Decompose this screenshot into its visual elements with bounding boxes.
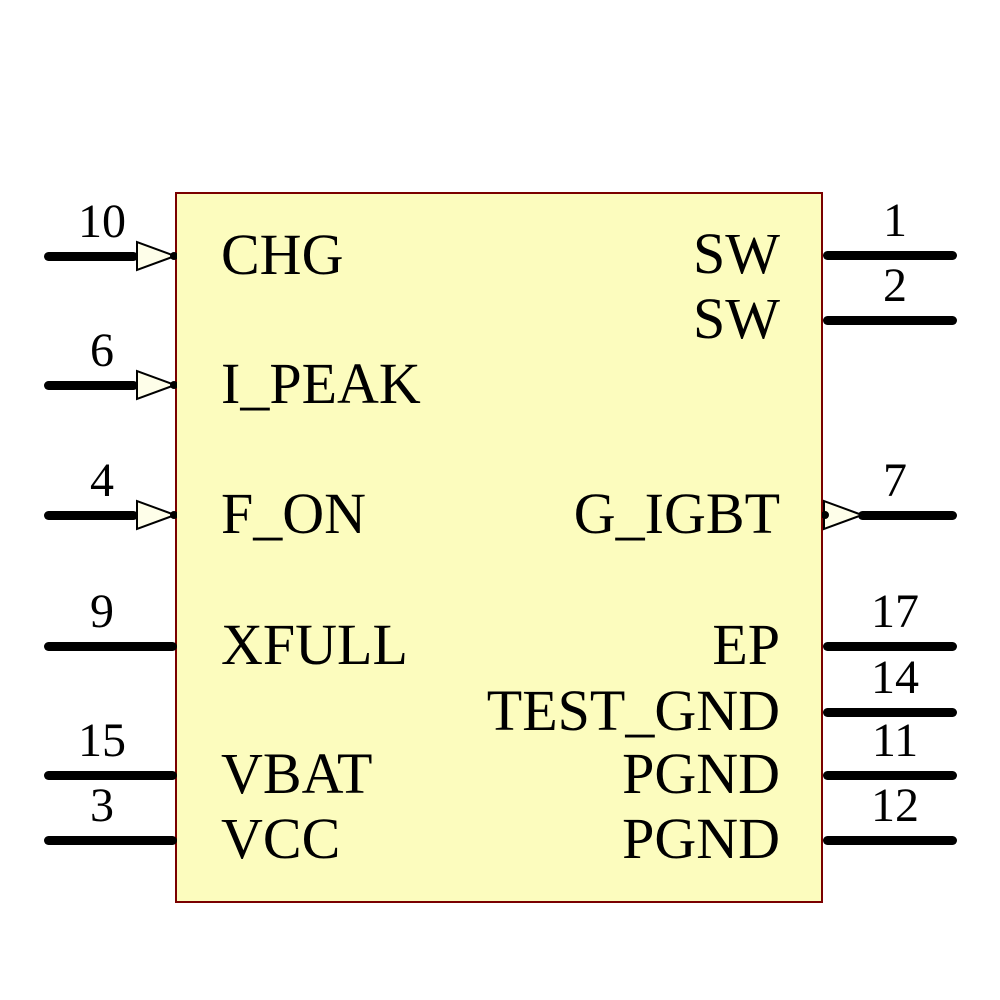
ic-symbol-body[interactable] [175,192,823,903]
pin-name-label: I_PEAK [221,351,421,416]
pin-number: 10 [78,195,126,248]
pin-number: 12 [871,779,919,832]
pin-name-label: XFULL [221,612,408,677]
pin-line[interactable] [44,380,138,390]
pin-number: 14 [871,651,919,704]
pin-line[interactable] [44,835,177,845]
pin-input-arrow-icon [135,499,177,531]
pin-name-label: G_IGBT [573,481,780,546]
pin-line[interactable] [823,770,957,780]
pin-name-label: VBAT [221,741,373,806]
pin-number: 3 [90,779,114,832]
pin-line[interactable] [44,770,177,780]
pin-number: 9 [90,585,114,638]
pin-line[interactable] [823,250,957,260]
pin-number: 6 [90,324,114,377]
pin-number: 7 [883,454,907,507]
pin-name-label: PGND [622,741,780,806]
pin-number: 2 [883,259,907,312]
pin-name-label: PGND [622,806,780,871]
pin-number: 17 [871,585,919,638]
pin-output-arrow-icon [822,499,864,531]
pin-number: 15 [78,714,126,767]
pin-name-label: VCC [221,806,341,871]
pin-input-arrow-icon [135,369,177,401]
pin-line[interactable] [823,315,957,325]
pin-line[interactable] [823,707,957,717]
pin-line[interactable] [823,835,957,845]
pin-name-label: TEST_GND [486,678,780,743]
pin-input-arrow-icon [135,240,177,272]
pin-name-label: CHG [221,222,344,287]
pin-line[interactable] [44,641,177,651]
pin-name-label: SW [693,221,780,286]
pin-line[interactable] [823,641,957,651]
pin-name-label: F_ON [221,481,367,546]
pin-name-label: EP [712,612,780,677]
pin-line[interactable] [44,251,138,261]
pin-line[interactable] [44,510,138,520]
pin-number: 1 [883,194,907,247]
pin-number: 4 [90,454,114,507]
pin-name-label: SW [693,286,780,351]
pin-number: 11 [871,714,919,767]
pin-line[interactable] [858,510,957,520]
